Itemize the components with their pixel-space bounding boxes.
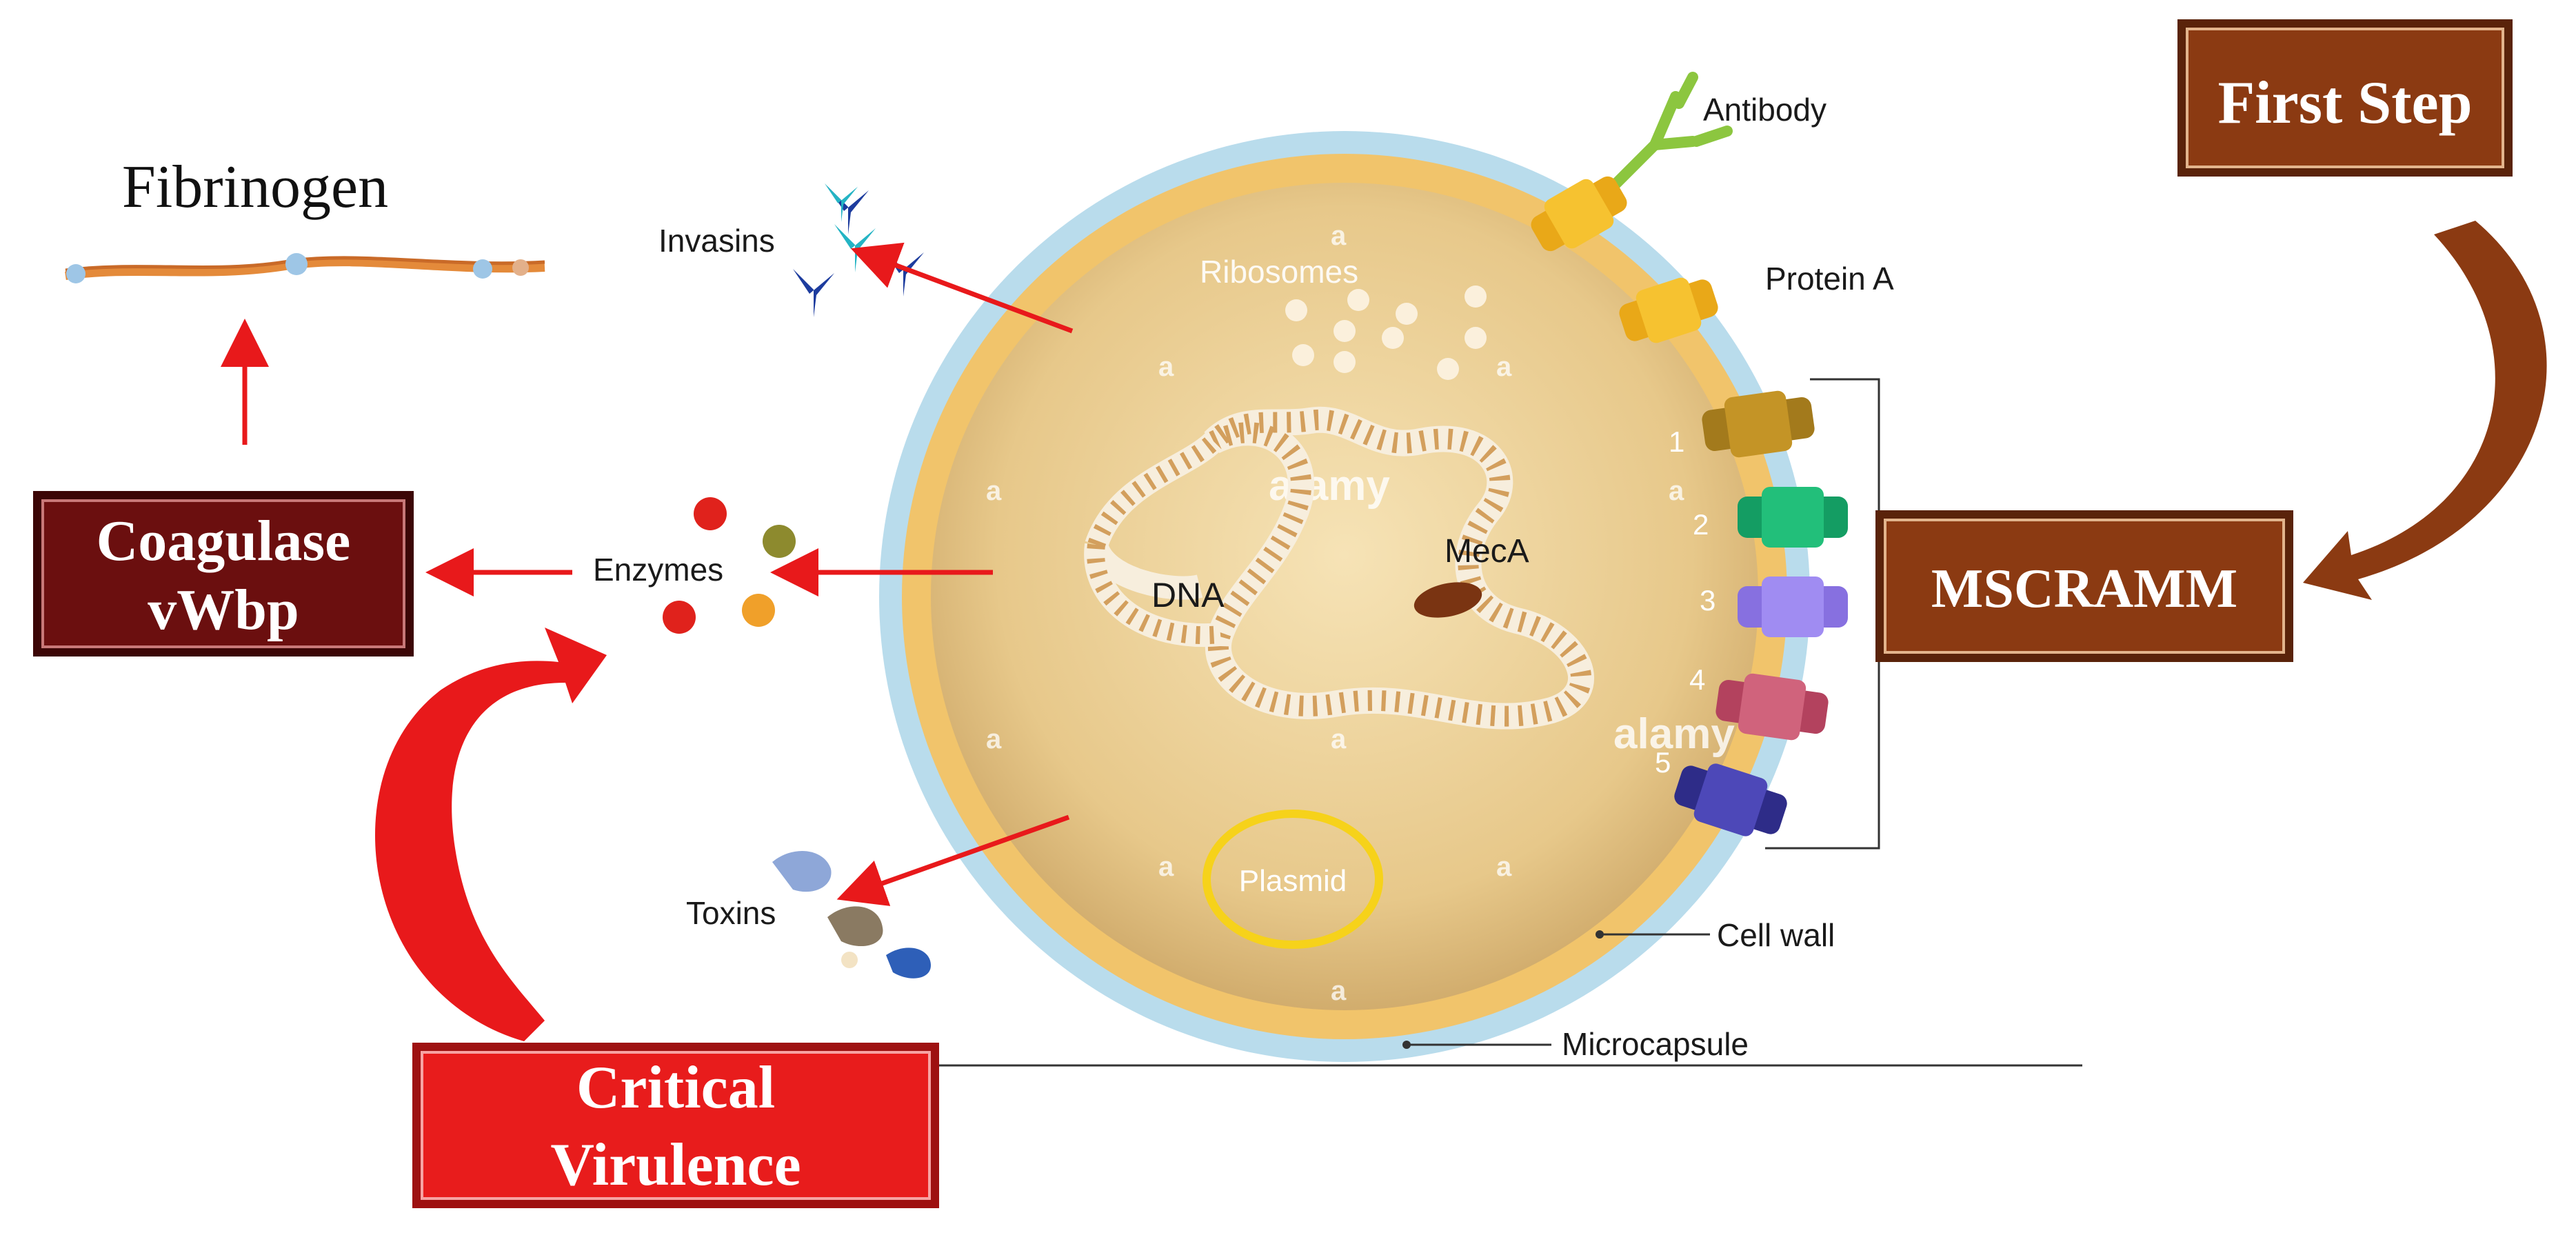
critical-virulence-curved-arrow [375,628,607,1041]
receptor-numbers: 1 2 3 4 5 [1655,425,1715,779]
svg-text:a: a [986,724,1002,754]
coagulase-text-line2: vWbp [148,578,299,642]
ribosomes-label: Ribosomes [1200,254,1358,290]
svg-text:a: a [1669,476,1684,506]
protein-a-receptor-2 [1619,277,1718,343]
coagulase-box: Coagulase vWbp [33,491,414,656]
fibrinogen-title: Fibrinogen [122,154,388,221]
receptor-number-5: 5 [1655,746,1671,779]
receptor-number-3: 3 [1700,584,1715,616]
critical-text-line1: Critical [576,1054,775,1121]
coagulase-text-line1: Coagulase [97,509,351,573]
receptor-number-4: 4 [1689,663,1705,696]
microcapsule-label: Microcapsule [1562,1026,1749,1062]
mscramm-receptor-2 [1738,487,1848,548]
svg-text:a: a [1496,352,1512,382]
fibrinogen-molecule [65,253,545,283]
svg-text:a: a [1158,352,1174,382]
cell-wall-leader-dot [1596,930,1604,939]
toxins-icon [772,850,931,979]
first-step-text: First Step [2217,70,2472,137]
receptor-number-2: 2 [1693,508,1709,541]
mscramm-receptor-4 [1715,673,1829,741]
antibody-label: Antibody [1703,92,1827,128]
plasmid-label: Plasmid [1239,864,1347,898]
mscramm-receptor-3 [1738,577,1848,637]
protein-a-receptor-1 [1531,176,1627,252]
meca-label: MecA [1445,533,1529,570]
mscramm-text: MSCRAMM [1931,559,2237,619]
ribosomes [1285,285,1487,380]
dna-loop [1084,406,1594,730]
cell-wall-label: Cell wall [1717,917,1835,953]
arrow-to-toxins [836,814,1070,906]
svg-text:a: a [986,476,1002,506]
receptor-number-1: 1 [1669,425,1684,458]
bacterial-cell [879,131,1810,1062]
mscramm-receptor-5 [1674,763,1787,836]
invasins-label: Invasins [658,223,775,259]
arrow-to-invasins [850,242,1074,334]
svg-text:a: a [1331,976,1347,1006]
watermark-text-2: alamy [1613,710,1735,758]
svg-text:a: a [1158,852,1174,882]
antibody-icon [1608,72,1733,192]
toxins-label: Toxins [686,895,776,931]
invasins-icon [793,183,924,317]
enzymes-label: Enzymes [593,552,723,588]
cytoplasm [931,183,1758,1010]
first-step-curved-arrow [2303,221,2547,600]
svg-text:a: a [1331,724,1347,754]
svg-text:a: a [1496,852,1512,882]
watermark-marks: a a a a a a a a a a [986,221,1684,1006]
mscramm-receptor-1 [1702,390,1815,458]
plasmid-ring [1203,810,1383,949]
svg-text:a: a [1331,221,1347,251]
mscramm-box: MSCRAMM [1875,510,2293,662]
protein-a-label: Protein A [1765,261,1894,297]
dna-label: DNA [1151,576,1225,614]
first-step-box: First Step [2177,19,2513,177]
microcapsule-leader-dot [1402,1041,1411,1049]
critical-text-line2: Virulence [550,1132,801,1199]
meca-gene [1413,582,1482,618]
critical-virulence-box: Critical Virulence [412,1043,939,1208]
